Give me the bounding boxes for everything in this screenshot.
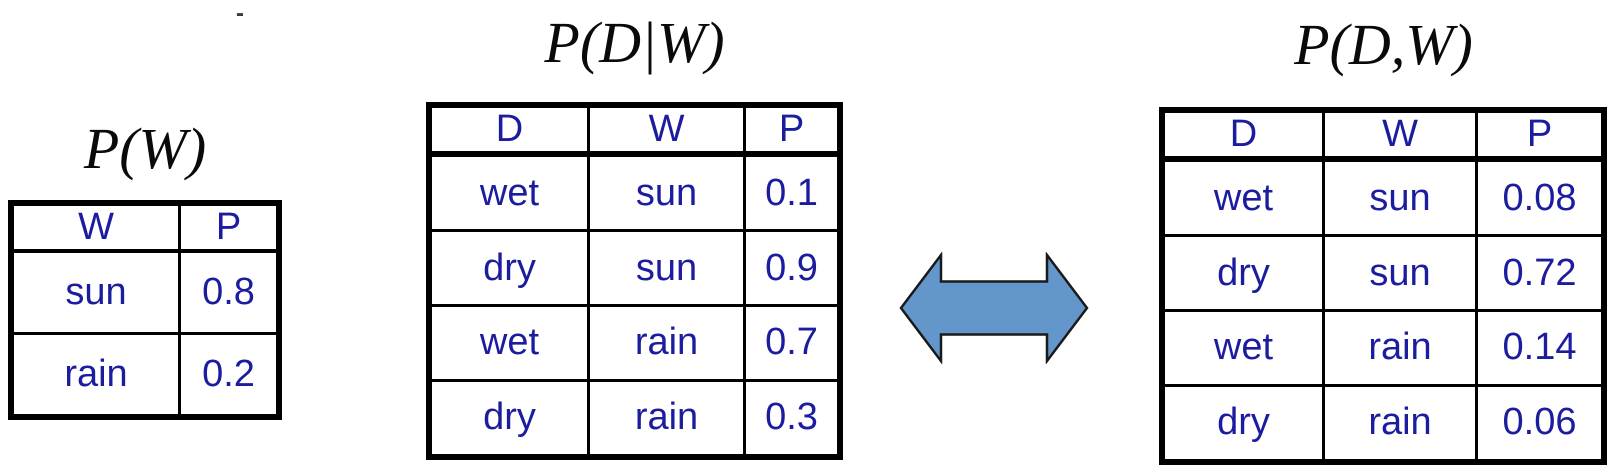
column-header: D bbox=[1160, 108, 1325, 162]
double-headed-arrow-icon bbox=[899, 252, 1089, 364]
table-cell: rain bbox=[1322, 308, 1478, 387]
table-cell: 0.06 bbox=[1475, 383, 1606, 464]
column-header: W bbox=[1322, 108, 1478, 162]
column-header: W bbox=[587, 103, 746, 157]
table-cell: sun bbox=[1322, 157, 1478, 238]
table-cell: sun bbox=[587, 152, 746, 233]
table-cell: dry bbox=[1160, 383, 1325, 464]
table-cell: 0.7 bbox=[743, 303, 842, 382]
table-cell: rain bbox=[1322, 383, 1478, 464]
column-header: W bbox=[9, 201, 181, 253]
table-cell: 0.2 bbox=[178, 331, 281, 419]
table-cell: dry bbox=[1160, 234, 1325, 312]
table-cell: 0.14 bbox=[1475, 308, 1606, 387]
conditional-table-title: P(D|W) bbox=[544, 10, 725, 75]
table-cell: wet bbox=[427, 152, 590, 233]
column-header: P bbox=[178, 201, 281, 253]
table-cell: rain bbox=[587, 378, 746, 459]
column-header: D bbox=[427, 103, 590, 157]
table-cell: sun bbox=[9, 249, 181, 335]
table-cell: 0.8 bbox=[178, 249, 281, 335]
table-cell: dry bbox=[427, 378, 590, 459]
prior-table-title: P(W) bbox=[83, 116, 207, 181]
table-cell: wet bbox=[1160, 157, 1325, 238]
column-header: P bbox=[1475, 108, 1606, 162]
table-cell: 0.3 bbox=[743, 378, 842, 459]
table-cell: rain bbox=[9, 331, 181, 419]
table-cell: sun bbox=[1322, 234, 1478, 312]
table-cell: dry bbox=[427, 229, 590, 307]
table-cell: 0.9 bbox=[743, 229, 842, 307]
joint-table-title: P(D,W) bbox=[1294, 12, 1473, 77]
table-cell: 0.08 bbox=[1475, 157, 1606, 238]
column-header: P bbox=[743, 103, 842, 157]
table-cell: 0.1 bbox=[743, 152, 842, 233]
stray-dash-mark: - bbox=[236, 0, 244, 27]
table-cell: 0.72 bbox=[1475, 234, 1606, 312]
table-cell: sun bbox=[587, 229, 746, 307]
table-cell: wet bbox=[427, 303, 590, 382]
table-cell: wet bbox=[1160, 308, 1325, 387]
table-cell: rain bbox=[587, 303, 746, 382]
